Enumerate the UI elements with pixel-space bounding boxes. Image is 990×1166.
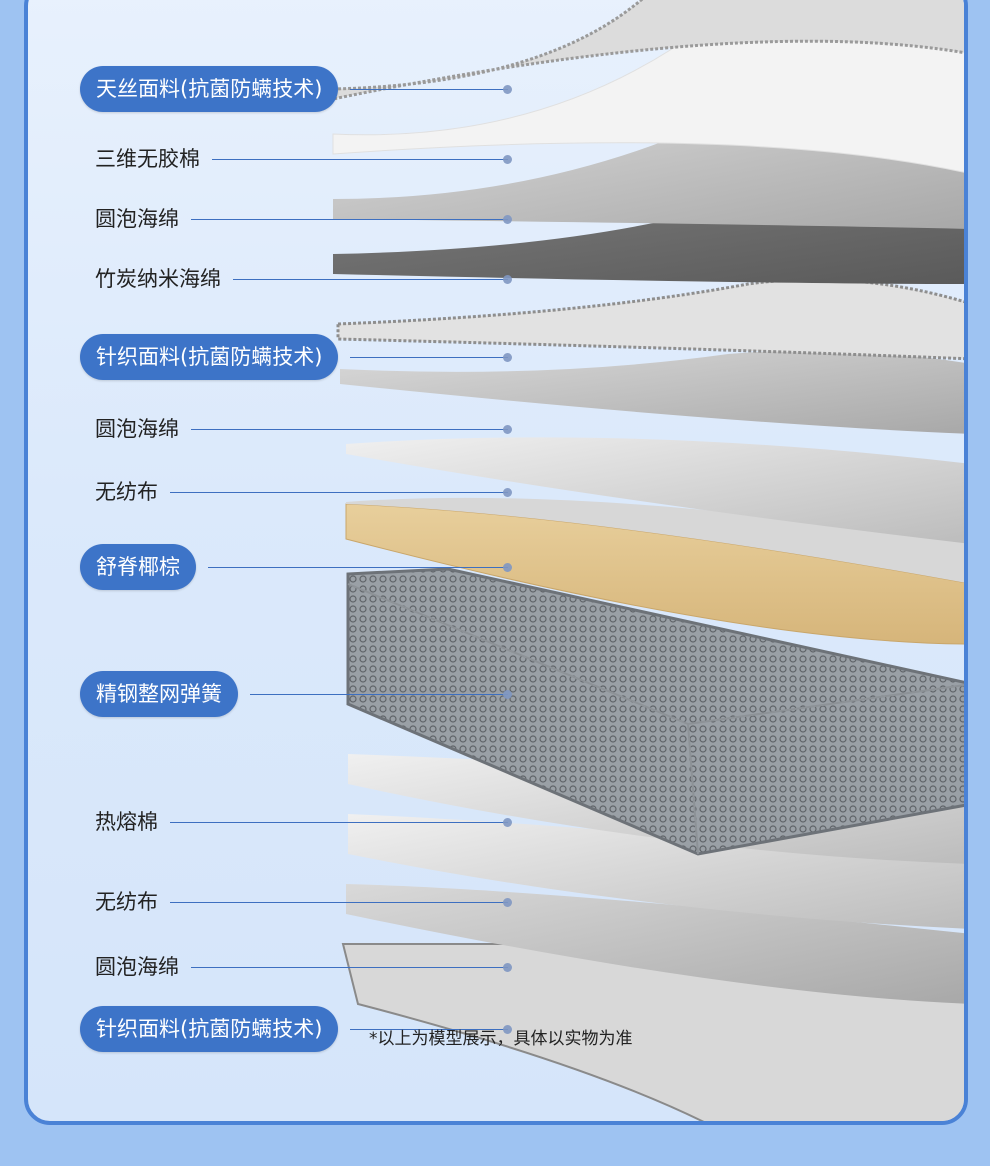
layer-pill-label: 舒脊椰棕 bbox=[80, 544, 196, 590]
layer-pill-label: 天丝面料(抗菌防螨技术) bbox=[80, 66, 339, 112]
nonwoven-layer bbox=[346, 437, 964, 544]
bottom-foam-layer bbox=[346, 884, 964, 1004]
knit-fabric-layer bbox=[336, 278, 964, 361]
layer-label: 三维无胶棉 bbox=[95, 147, 200, 171]
layer-label: 圆泡海绵 bbox=[95, 955, 179, 979]
leader-line bbox=[208, 563, 512, 572]
layer-pill-label: 针织面料(抗菌防螨技术) bbox=[80, 1006, 339, 1052]
bottom-nonwoven-layer bbox=[348, 814, 964, 929]
leader-line bbox=[350, 353, 512, 362]
leader-line bbox=[191, 215, 512, 224]
leader-line bbox=[170, 488, 512, 497]
layer-label: 竹炭纳米海绵 bbox=[95, 267, 221, 291]
layer-label: 圆泡海绵 bbox=[95, 207, 179, 231]
leader-line bbox=[350, 1025, 512, 1034]
layer-pill-label: 针织面料(抗菌防螨技术) bbox=[80, 334, 339, 380]
tencel-top-layer bbox=[331, 0, 964, 101]
layer-pill-label: 精钢整网弹簧 bbox=[80, 671, 238, 717]
layer-label: 无纺布 bbox=[95, 890, 158, 914]
leader-line bbox=[170, 898, 512, 907]
layer-label: 圆泡海绵 bbox=[95, 417, 179, 441]
layer-label: 热熔棉 bbox=[95, 810, 158, 834]
round-foam-layer bbox=[340, 350, 964, 434]
mattress-layers-illustration bbox=[331, 0, 964, 1121]
leader-line bbox=[233, 275, 512, 284]
layer-label: 无纺布 bbox=[95, 480, 158, 504]
leader-line bbox=[170, 818, 512, 827]
leader-line bbox=[191, 425, 512, 434]
coir-layer bbox=[345, 503, 964, 645]
leader-line bbox=[212, 155, 512, 164]
disclaimer-note: *以上为模型展示，具体以实物为准 bbox=[369, 1029, 633, 1049]
leader-line bbox=[191, 963, 512, 972]
leader-line bbox=[250, 690, 512, 699]
leader-line bbox=[350, 85, 512, 94]
content-frame: 天丝面料(抗菌防螨技术)三维无胶棉圆泡海绵竹炭纳米海绵针织面料(抗菌防螨技术)圆… bbox=[24, 0, 968, 1125]
